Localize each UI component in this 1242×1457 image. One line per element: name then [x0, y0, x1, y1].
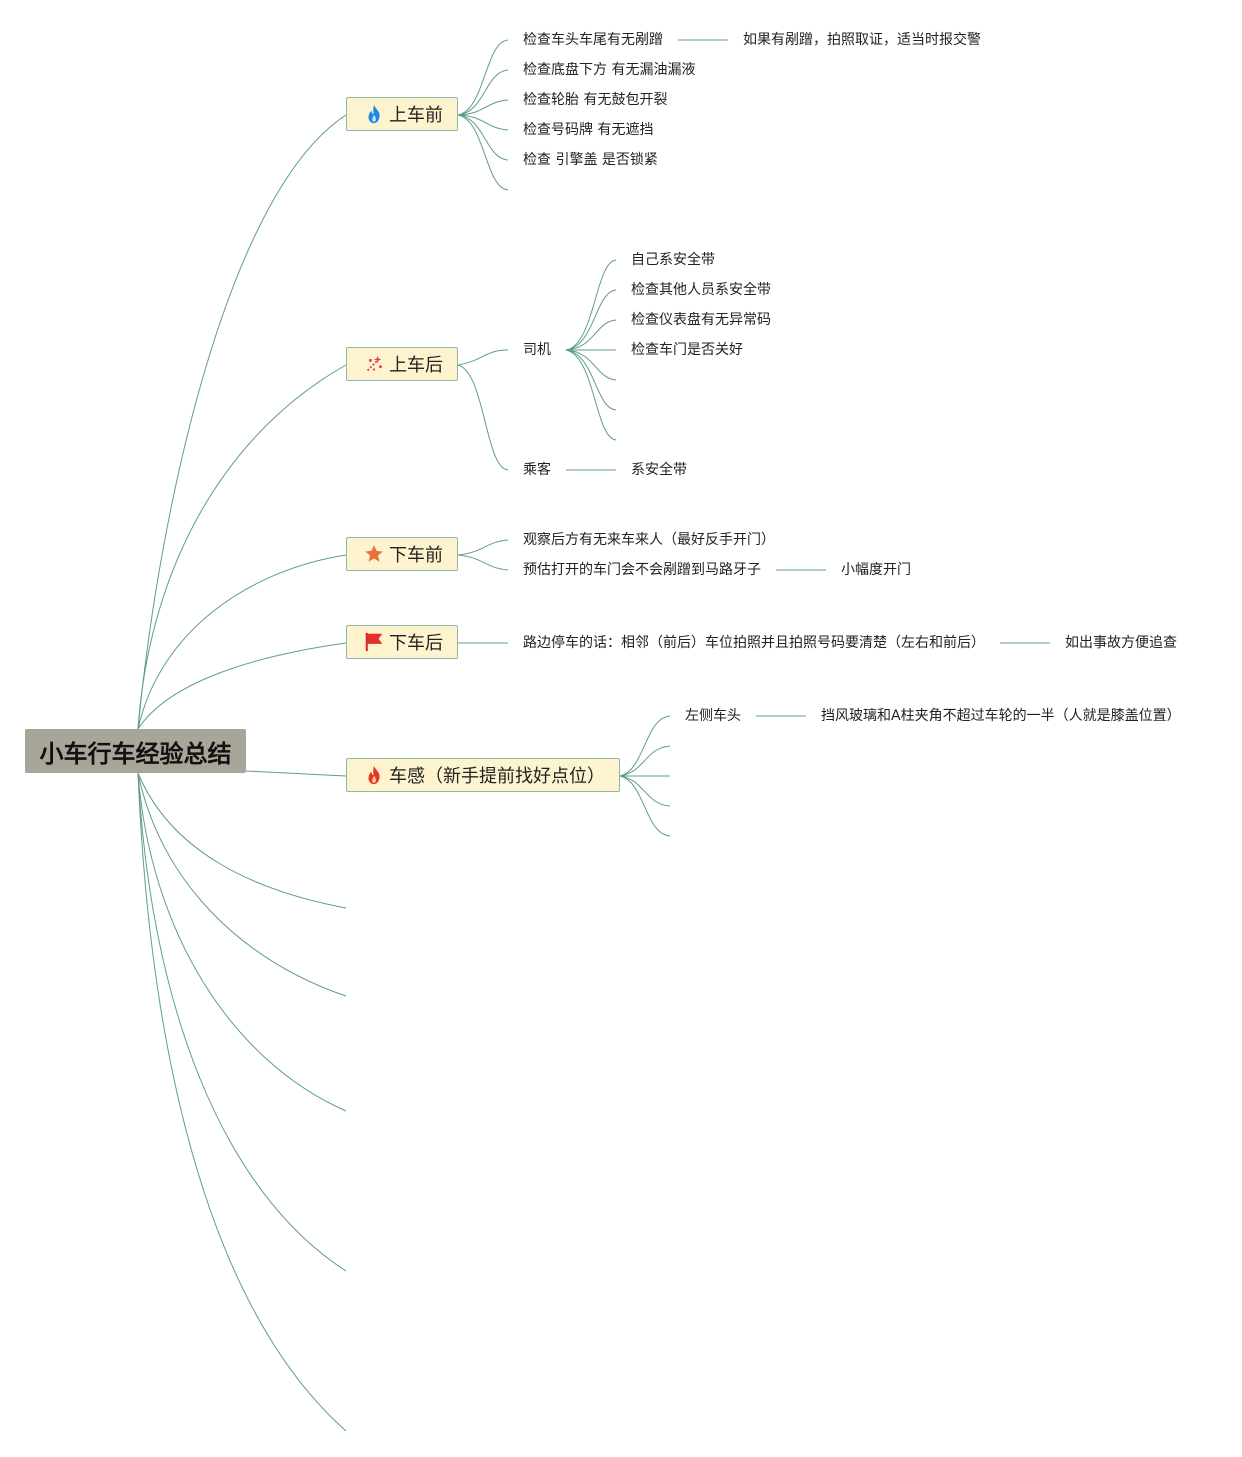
- link-ab-driver: [457, 349, 509, 366]
- link-bb-3: [457, 114, 509, 131]
- link-bb-0: [457, 39, 509, 116]
- topic-before-boarding[interactable]: 上车前: [346, 97, 458, 131]
- link-cs-4: [619, 775, 671, 837]
- topic-after-exit[interactable]: 下车后: [346, 625, 458, 659]
- leaf-others-seatbelt[interactable]: 检查其他人员系安全带: [631, 282, 771, 298]
- leaf-driver-seatbelt[interactable]: 自己系安全带: [631, 252, 715, 268]
- link-be-1: [457, 554, 509, 571]
- link-driver-1: [565, 289, 617, 351]
- leaf-driver[interactable]: 司机: [523, 342, 551, 358]
- star-icon: [363, 543, 385, 565]
- link-driver-2: [565, 319, 617, 351]
- link-driver-6: [565, 349, 617, 441]
- topic-car-sense[interactable]: 车感（新手提前找好点位）: [346, 758, 620, 792]
- leaf-passenger[interactable]: 乘客: [523, 462, 551, 478]
- link-bb-1: [457, 69, 509, 116]
- topic-label: 上车后: [389, 355, 443, 376]
- leaf-scratch-note[interactable]: 如果有剐蹭，拍照取证，适当时报交警: [743, 32, 981, 48]
- link-root-empty-5: [137, 772, 347, 1432]
- link-root-empty-1: [137, 772, 347, 909]
- link-ab-passenger: [457, 364, 509, 471]
- sparkle-icon: [363, 353, 385, 375]
- link-cs-1: [619, 745, 671, 777]
- topic-label: 上车前: [389, 105, 443, 126]
- leaf-check-chassis[interactable]: 检查底盘下方 有无漏油漏液: [523, 62, 696, 78]
- red-flame-icon: [363, 764, 385, 786]
- leaf-check-body-scratch[interactable]: 检查车头车尾有无剐蹭: [523, 32, 663, 48]
- link-root-empty-3: [137, 772, 347, 1112]
- link-driver-0: [565, 259, 617, 351]
- leaf-dashboard-check[interactable]: 检查仪表盘有无异常码: [631, 312, 771, 328]
- link-root-empty-2: [137, 772, 347, 997]
- leaf-door-small-open[interactable]: 小幅度开门: [841, 562, 911, 578]
- red-flag-icon: [363, 631, 385, 653]
- link-bb-2: [457, 99, 509, 116]
- leaf-door-curb[interactable]: 预估打开的车门会不会剐蹭到马路牙子: [523, 562, 761, 578]
- link-bb-5: [457, 114, 509, 191]
- leaf-accident-trace[interactable]: 如出事故方便追查: [1065, 635, 1177, 651]
- root-topic[interactable]: 小车行车经验总结: [25, 729, 246, 773]
- link-cs-0: [619, 715, 671, 777]
- topic-label: 车感（新手提前找好点位）: [389, 766, 605, 787]
- link-root-car-sense: [245, 770, 347, 777]
- leaf-doors-check[interactable]: 检查车门是否关好: [631, 342, 743, 358]
- leaf-roadside-photo[interactable]: 路边停车的话：相邻（前后）车位拍照并且拍照号码要清楚（左右和前后）: [523, 635, 985, 651]
- link-cs-3: [619, 775, 671, 807]
- link-root-empty-4: [137, 772, 347, 1272]
- leaf-passenger-seatbelt[interactable]: 系安全带: [631, 462, 687, 478]
- leaf-check-behind[interactable]: 观察后方有无来车来人（最好反手开门）: [523, 532, 775, 548]
- link-root-before-boarding: [137, 114, 347, 730]
- link-root-after-boarding: [137, 364, 347, 730]
- link-driver-5: [565, 349, 617, 411]
- link-bb-4: [457, 114, 509, 161]
- leaf-windshield-pillar-note[interactable]: 挡风玻璃和A柱夹角不超过车轮的一半（人就是膝盖位置）: [821, 708, 1181, 724]
- link-root-before-exit: [137, 554, 347, 730]
- leaf-check-plate[interactable]: 检查号码牌 有无遮挡: [523, 122, 654, 138]
- topic-before-exit[interactable]: 下车前: [346, 537, 458, 571]
- topic-after-boarding[interactable]: 上车后: [346, 347, 458, 381]
- link-driver-4: [565, 349, 617, 381]
- leaf-check-hood[interactable]: 检查 引擎盖 是否锁紧: [523, 152, 658, 168]
- link-root-after-exit: [137, 642, 347, 730]
- leaf-check-tires[interactable]: 检查轮胎 有无鼓包开裂: [523, 92, 668, 108]
- leaf-left-front[interactable]: 左侧车头: [685, 708, 741, 724]
- topic-label: 下车前: [389, 545, 443, 566]
- blue-flame-icon: [363, 103, 385, 125]
- link-be-0: [457, 539, 509, 556]
- topic-label: 下车后: [389, 633, 443, 654]
